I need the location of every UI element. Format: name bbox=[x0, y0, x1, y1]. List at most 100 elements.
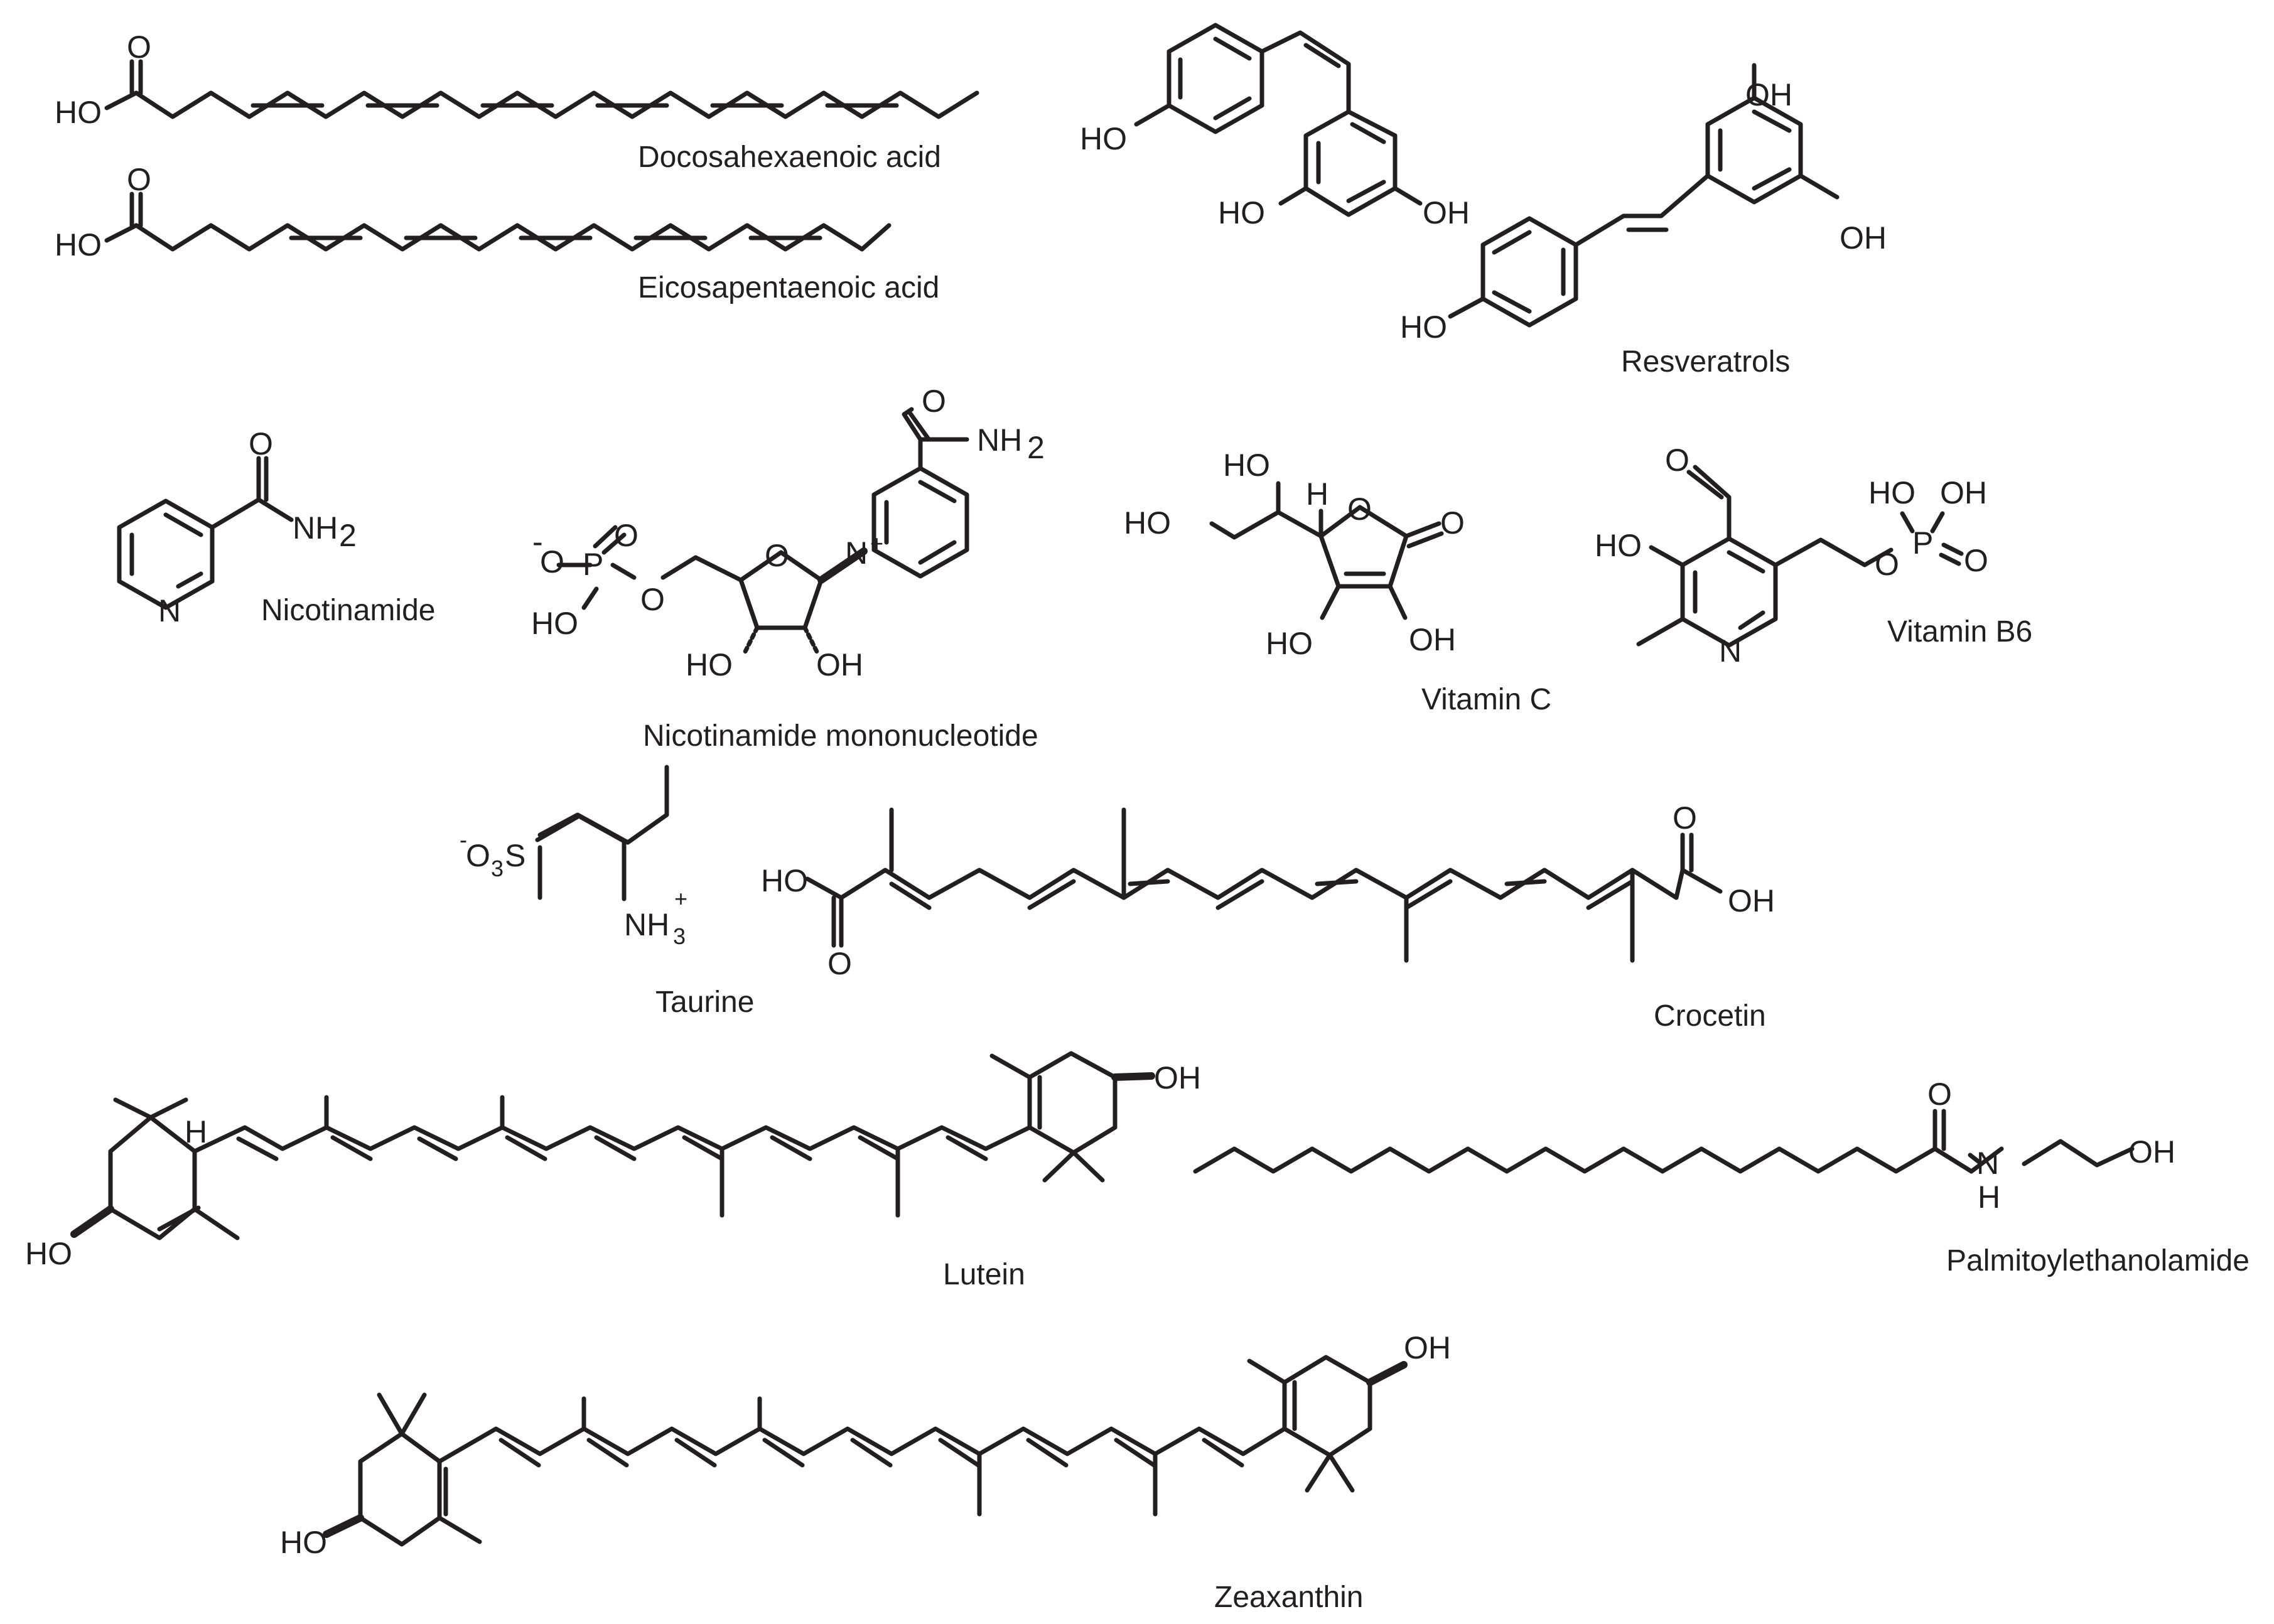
taurine-label-s: S bbox=[505, 838, 525, 873]
lutein-label-h: H bbox=[185, 1114, 207, 1149]
crocetin-label-o-right: O bbox=[1673, 800, 1697, 836]
vitamin-c-label-oh-bottom: OH bbox=[1409, 622, 1456, 657]
epa-name: Eicosapentaenoic acid bbox=[638, 271, 939, 304]
vitamin-b6-label-p: P bbox=[1912, 525, 1933, 561]
zeaxanthin-label-ho: HO bbox=[280, 1525, 327, 1560]
crocetin-double-bonds bbox=[889, 879, 1635, 910]
nmn-label-ho: HO bbox=[686, 647, 733, 682]
pea-label-oh: OH bbox=[2128, 1134, 2175, 1170]
vitamin-b6-pyridine-ring bbox=[1680, 536, 1778, 648]
trans-resveratrol-resorcinol-ring bbox=[1705, 63, 1840, 205]
dha-carbonyl-bonds bbox=[104, 59, 143, 110]
vitamin-c-label-h: H bbox=[1306, 476, 1328, 512]
zeaxanthin-label-oh: OH bbox=[1404, 1330, 1451, 1365]
lutein-name: Lutein bbox=[943, 1258, 1025, 1291]
crocetin-label-o-left: O bbox=[827, 946, 852, 981]
pea-carbonyl-bonds bbox=[1932, 1109, 2135, 1168]
vitamin-c-label-carbonyl-o: O bbox=[1440, 505, 1465, 540]
taurine-label-o: O bbox=[466, 838, 490, 873]
nmn-label-ester-o: O bbox=[640, 582, 665, 617]
lutein-right-ring bbox=[989, 1051, 1118, 1183]
cis-resveratrol-resorcinol-ring bbox=[1278, 109, 1423, 217]
nmn-label-anion-o: O bbox=[540, 544, 564, 579]
nmn-ribose-hydroxyls bbox=[742, 625, 820, 655]
cis-resveratrol-bridge bbox=[1134, 30, 1351, 127]
dha-label-carbonyl-o: O bbox=[127, 30, 151, 65]
nmn-label-phosphate-ho: HO bbox=[531, 606, 578, 641]
nicotinamide-name: Nicotinamide bbox=[261, 594, 435, 627]
dha-name: Docosahexaenoic acid bbox=[638, 141, 941, 174]
nmn-label-minus: - bbox=[532, 524, 543, 559]
epa-label-carbonyl-o: O bbox=[127, 162, 151, 197]
palmitoylethanolamide-structure: O N H OH Palmitoylethanolamide bbox=[1193, 1077, 2250, 1277]
taurine-name: Taurine bbox=[655, 986, 754, 1019]
nicotinamide-label-o: O bbox=[249, 426, 273, 461]
cis-resveratrol-phenol-ring bbox=[1167, 23, 1264, 134]
lutein-label-ho: HO bbox=[25, 1236, 72, 1271]
taurine-label-sub-3-n: 3 bbox=[673, 923, 686, 949]
cis-resveratrol-label-oh-3: OH bbox=[1423, 195, 1470, 230]
lutein-left-ring bbox=[108, 1115, 240, 1240]
nmn-label-plus: + bbox=[870, 530, 883, 556]
nmn-name: Nicotinamide mononucleotide bbox=[643, 719, 1038, 753]
nmn-pyridinium-ring bbox=[871, 466, 969, 579]
nmn-label-sub-2: 2 bbox=[1027, 430, 1045, 465]
pea-label-h: H bbox=[1978, 1180, 2000, 1215]
lutein-methyls bbox=[324, 1095, 900, 1218]
taurine-chain bbox=[537, 765, 669, 900]
vitamin-b6-label-ester-o: O bbox=[1875, 547, 1899, 582]
trans-resveratrol-bridge bbox=[1573, 173, 1710, 247]
nmn-label-ring-o: O bbox=[765, 538, 789, 573]
crocetin-carboxyl-right bbox=[1680, 832, 1723, 894]
nmn-label-nh: NH bbox=[977, 422, 1022, 458]
cis-resveratrol-label-ho-1: HO bbox=[1080, 121, 1127, 156]
epa-skeleton bbox=[134, 223, 892, 252]
taurine-label-plus: + bbox=[674, 886, 687, 911]
vitamin-b6-substituents bbox=[1636, 465, 1894, 647]
crocetin-label-oh: OH bbox=[1728, 883, 1775, 918]
vitamin-b6-label-ho-top: HO bbox=[1868, 475, 1916, 510]
vitamin-c-name: Vitamin C bbox=[1421, 683, 1551, 716]
zeaxanthin-structure: OH HO Zeaxanthin bbox=[280, 1330, 1451, 1614]
nmn-label-o: O bbox=[922, 384, 946, 419]
taurine-label-sub-3: 3 bbox=[491, 856, 504, 881]
crocetin-label-ho: HO bbox=[761, 863, 808, 898]
trans-resveratrol-label-oh-2: OH bbox=[1840, 220, 1887, 255]
vitamin-c-structure: HO H O O HO HO OH Vitamin C bbox=[1124, 448, 1551, 716]
vitamin-c-label-ho-top: HO bbox=[1223, 448, 1270, 483]
pea-name: Palmitoylethanolamide bbox=[1946, 1244, 2250, 1277]
vitamin-c-side-chain bbox=[1209, 481, 1408, 620]
nmn-label-n: N bbox=[845, 535, 868, 571]
vitamin-b6-structure: O HO OH HO P O O N Vitamin B6 bbox=[1595, 443, 2032, 669]
pea-skeleton bbox=[1193, 1146, 2004, 1174]
lutein-chain bbox=[192, 1125, 1032, 1154]
lutein-double-bonds bbox=[236, 1135, 988, 1161]
crocetin-methyls bbox=[889, 807, 1635, 963]
nmn-label-oh: OH bbox=[816, 647, 863, 682]
docosahexaenoic-acid-structure: O HO Docosahexaenoic acid bbox=[55, 30, 979, 174]
nmn-phosphate-bonds bbox=[556, 525, 637, 610]
crocetin-structure: HO O O OH Crocetin bbox=[761, 800, 1775, 1033]
zeaxanthin-chain bbox=[437, 1426, 1287, 1464]
nmn-label-p: P bbox=[583, 547, 603, 582]
vitamin-c-label-ring-o: O bbox=[1347, 492, 1372, 527]
zeaxanthin-left-ring-methyls bbox=[377, 1392, 427, 1436]
resveratrols-structure: HO HO OH OH HO OH Resveratrols bbox=[1080, 23, 1887, 379]
zeaxanthin-right-ring bbox=[1247, 1355, 1372, 1493]
nmn-amide bbox=[902, 407, 969, 471]
vitamin-b6-label-oh-top: OH bbox=[1940, 475, 1987, 510]
nicotinamide-label-n: N bbox=[158, 593, 181, 628]
zeaxanthin-name: Zeaxanthin bbox=[1214, 1581, 1364, 1614]
dha-label-hydroxyl: HO bbox=[55, 95, 102, 130]
epa-label-hydroxyl: HO bbox=[55, 227, 102, 262]
vitamin-c-lactone-ring bbox=[1318, 505, 1444, 589]
nicotinamide-mononucleotide-structure: O NH 2 - O P O O HO O N + HO OH Nicotina… bbox=[531, 384, 1045, 753]
pea-label-n: N bbox=[1976, 1146, 1999, 1181]
pea-label-o: O bbox=[1927, 1077, 1952, 1112]
vitamin-b6-label-ho: HO bbox=[1595, 528, 1642, 563]
resveratrols-name: Resveratrols bbox=[1621, 345, 1790, 379]
zeaxanthin-hydroxyl-wedges bbox=[323, 1361, 1408, 1538]
vitamin-c-label-ho-bottom: HO bbox=[1266, 626, 1313, 661]
